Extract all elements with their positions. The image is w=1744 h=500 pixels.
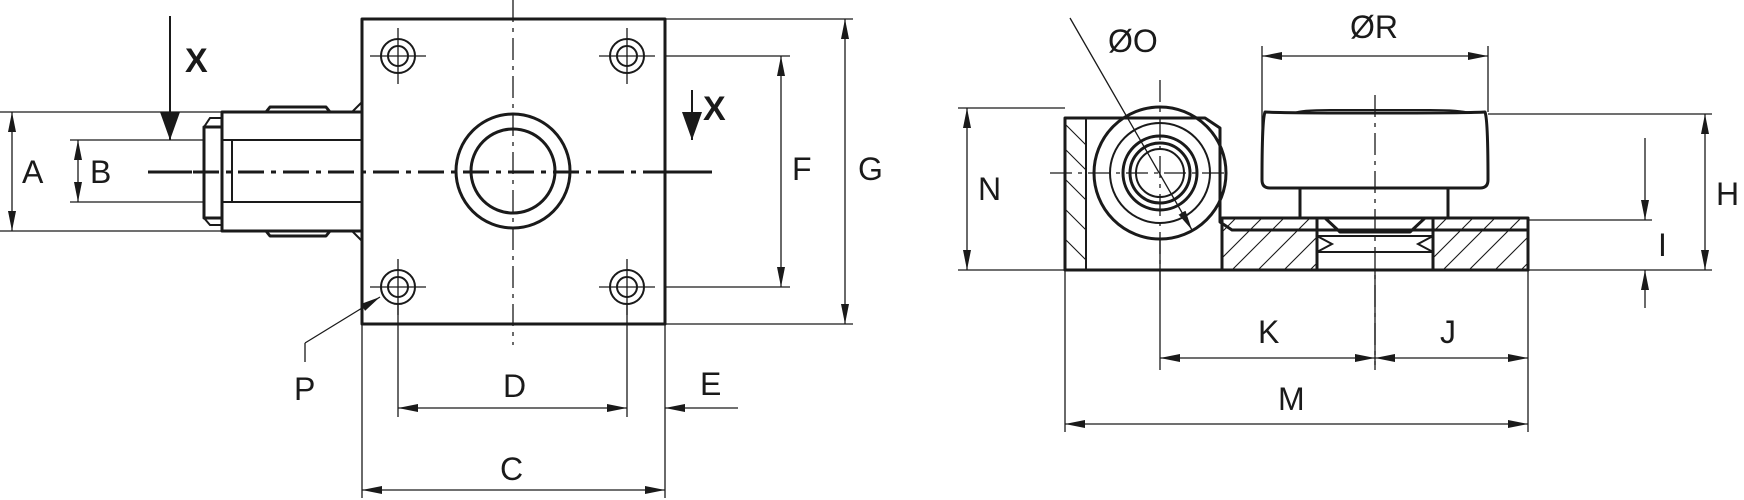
section-label-left: X	[185, 42, 208, 80]
dim-H-label: H	[1716, 176, 1739, 212]
dim-E-label: E	[700, 366, 721, 402]
leader-P	[304, 296, 381, 344]
dim-O-label: ØO	[1108, 23, 1158, 59]
dim-J-label: J	[1440, 314, 1456, 350]
dim-R-label: ØR	[1350, 9, 1398, 45]
side-view: ØO N ØR H I K	[958, 9, 1739, 432]
dim-M-label: M	[1278, 381, 1305, 417]
side-fitting	[202, 101, 363, 242]
dim-A-label: A	[22, 154, 44, 190]
dim-N-label: N	[978, 171, 1001, 207]
dim-G-label: G	[858, 151, 883, 187]
rotary-cap	[1260, 110, 1490, 190]
leader-P-label: P	[294, 371, 315, 407]
dim-F-label: F	[792, 151, 812, 187]
left-block	[1063, 116, 1530, 272]
dim-C-label: C	[500, 451, 523, 487]
dim-I-label: I	[1658, 227, 1667, 263]
mounting-holes	[370, 28, 655, 315]
dim-B-label: B	[90, 154, 111, 190]
dim-K-label: K	[1258, 314, 1279, 350]
front-view: X X A B C D E F G P	[0, 0, 883, 498]
section-label-right: X	[703, 90, 726, 128]
leader-O	[1069, 17, 1193, 231]
dim-D-label: D	[503, 368, 526, 404]
